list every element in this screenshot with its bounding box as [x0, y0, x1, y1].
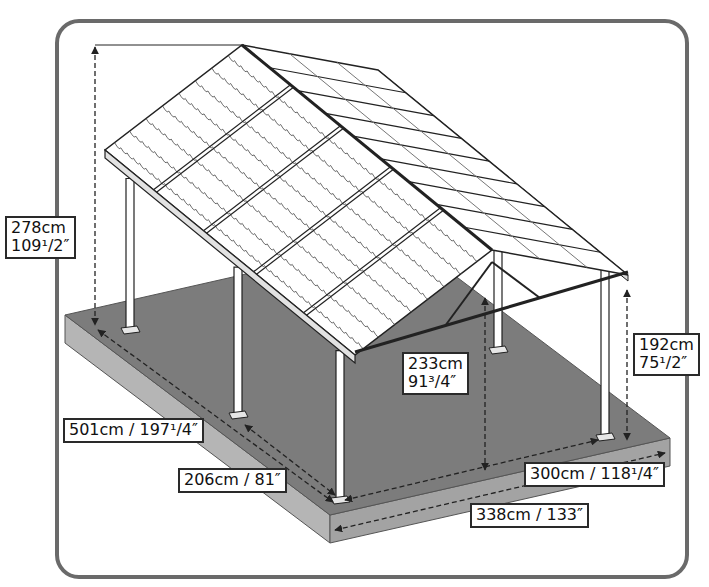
- roof: [154, 85, 291, 190]
- dimension-label: 206cm / 81″: [184, 471, 281, 489]
- dimension-line: [95, 45, 665, 530]
- post: [489, 346, 508, 354]
- gable-truss: [492, 262, 540, 298]
- dimension-box: 233cm 91³/4″: [402, 352, 469, 395]
- roof: [290, 54, 540, 259]
- post: [121, 326, 140, 334]
- roof: [464, 227, 600, 252]
- roof: [254, 167, 391, 272]
- post: [596, 433, 615, 441]
- dimension-label: 501cm / 197¹/4″: [69, 421, 198, 439]
- dimension-label: 192cm 75¹/2″: [639, 336, 694, 373]
- post: [229, 411, 248, 419]
- roof: [257, 169, 394, 274]
- post: [601, 262, 609, 437]
- post: [234, 267, 242, 415]
- roof: [307, 210, 444, 315]
- dimension-box: 300cm / 118¹/4″: [524, 462, 665, 487]
- roof: [228, 56, 478, 262]
- roof: [163, 106, 413, 312]
- roof: [105, 150, 355, 363]
- roof: [207, 128, 344, 233]
- gable-truss: [355, 262, 628, 352]
- gable-truss: [355, 272, 628, 352]
- roof: [204, 126, 341, 231]
- dimension-label: 300cm / 118¹/4″: [530, 465, 659, 483]
- roof: [212, 68, 462, 274]
- dimension-line: [98, 330, 333, 502]
- dimension-label: 338cm / 133″: [476, 506, 583, 524]
- roof: [270, 68, 406, 93]
- roof: [436, 204, 572, 229]
- roof: [130, 131, 380, 337]
- roof: [304, 208, 441, 313]
- dimension-box: 278cm 109¹/2″: [5, 216, 76, 259]
- dimension-line: [335, 453, 665, 530]
- roof: [298, 91, 434, 116]
- roof: [105, 45, 628, 363]
- post: [336, 351, 344, 500]
- post: [126, 179, 134, 331]
- dimension-box: 192cm 75¹/2″: [633, 333, 700, 376]
- roof: [115, 143, 365, 349]
- roof: [409, 182, 545, 207]
- roof: [242, 45, 492, 250]
- roof: [325, 113, 461, 138]
- roof: [381, 159, 517, 184]
- dimension-line: [95, 45, 242, 46]
- roof: [353, 136, 489, 161]
- roof: [337, 63, 587, 268]
- dimension-box: 338cm / 133″: [470, 503, 589, 528]
- dimension-label: 278cm 109¹/2″: [11, 219, 70, 256]
- dimension-line: [484, 298, 485, 470]
- dimension-label: 233cm 91³/4″: [408, 355, 463, 392]
- dimension-box: 206cm / 81″: [178, 468, 287, 493]
- frame: [57, 21, 687, 577]
- roof: [179, 93, 429, 299]
- dimension-box: 501cm / 197¹/4″: [63, 418, 204, 443]
- roof: [157, 87, 294, 192]
- dimension-line: [626, 290, 627, 440]
- dimension-line: [94, 47, 95, 325]
